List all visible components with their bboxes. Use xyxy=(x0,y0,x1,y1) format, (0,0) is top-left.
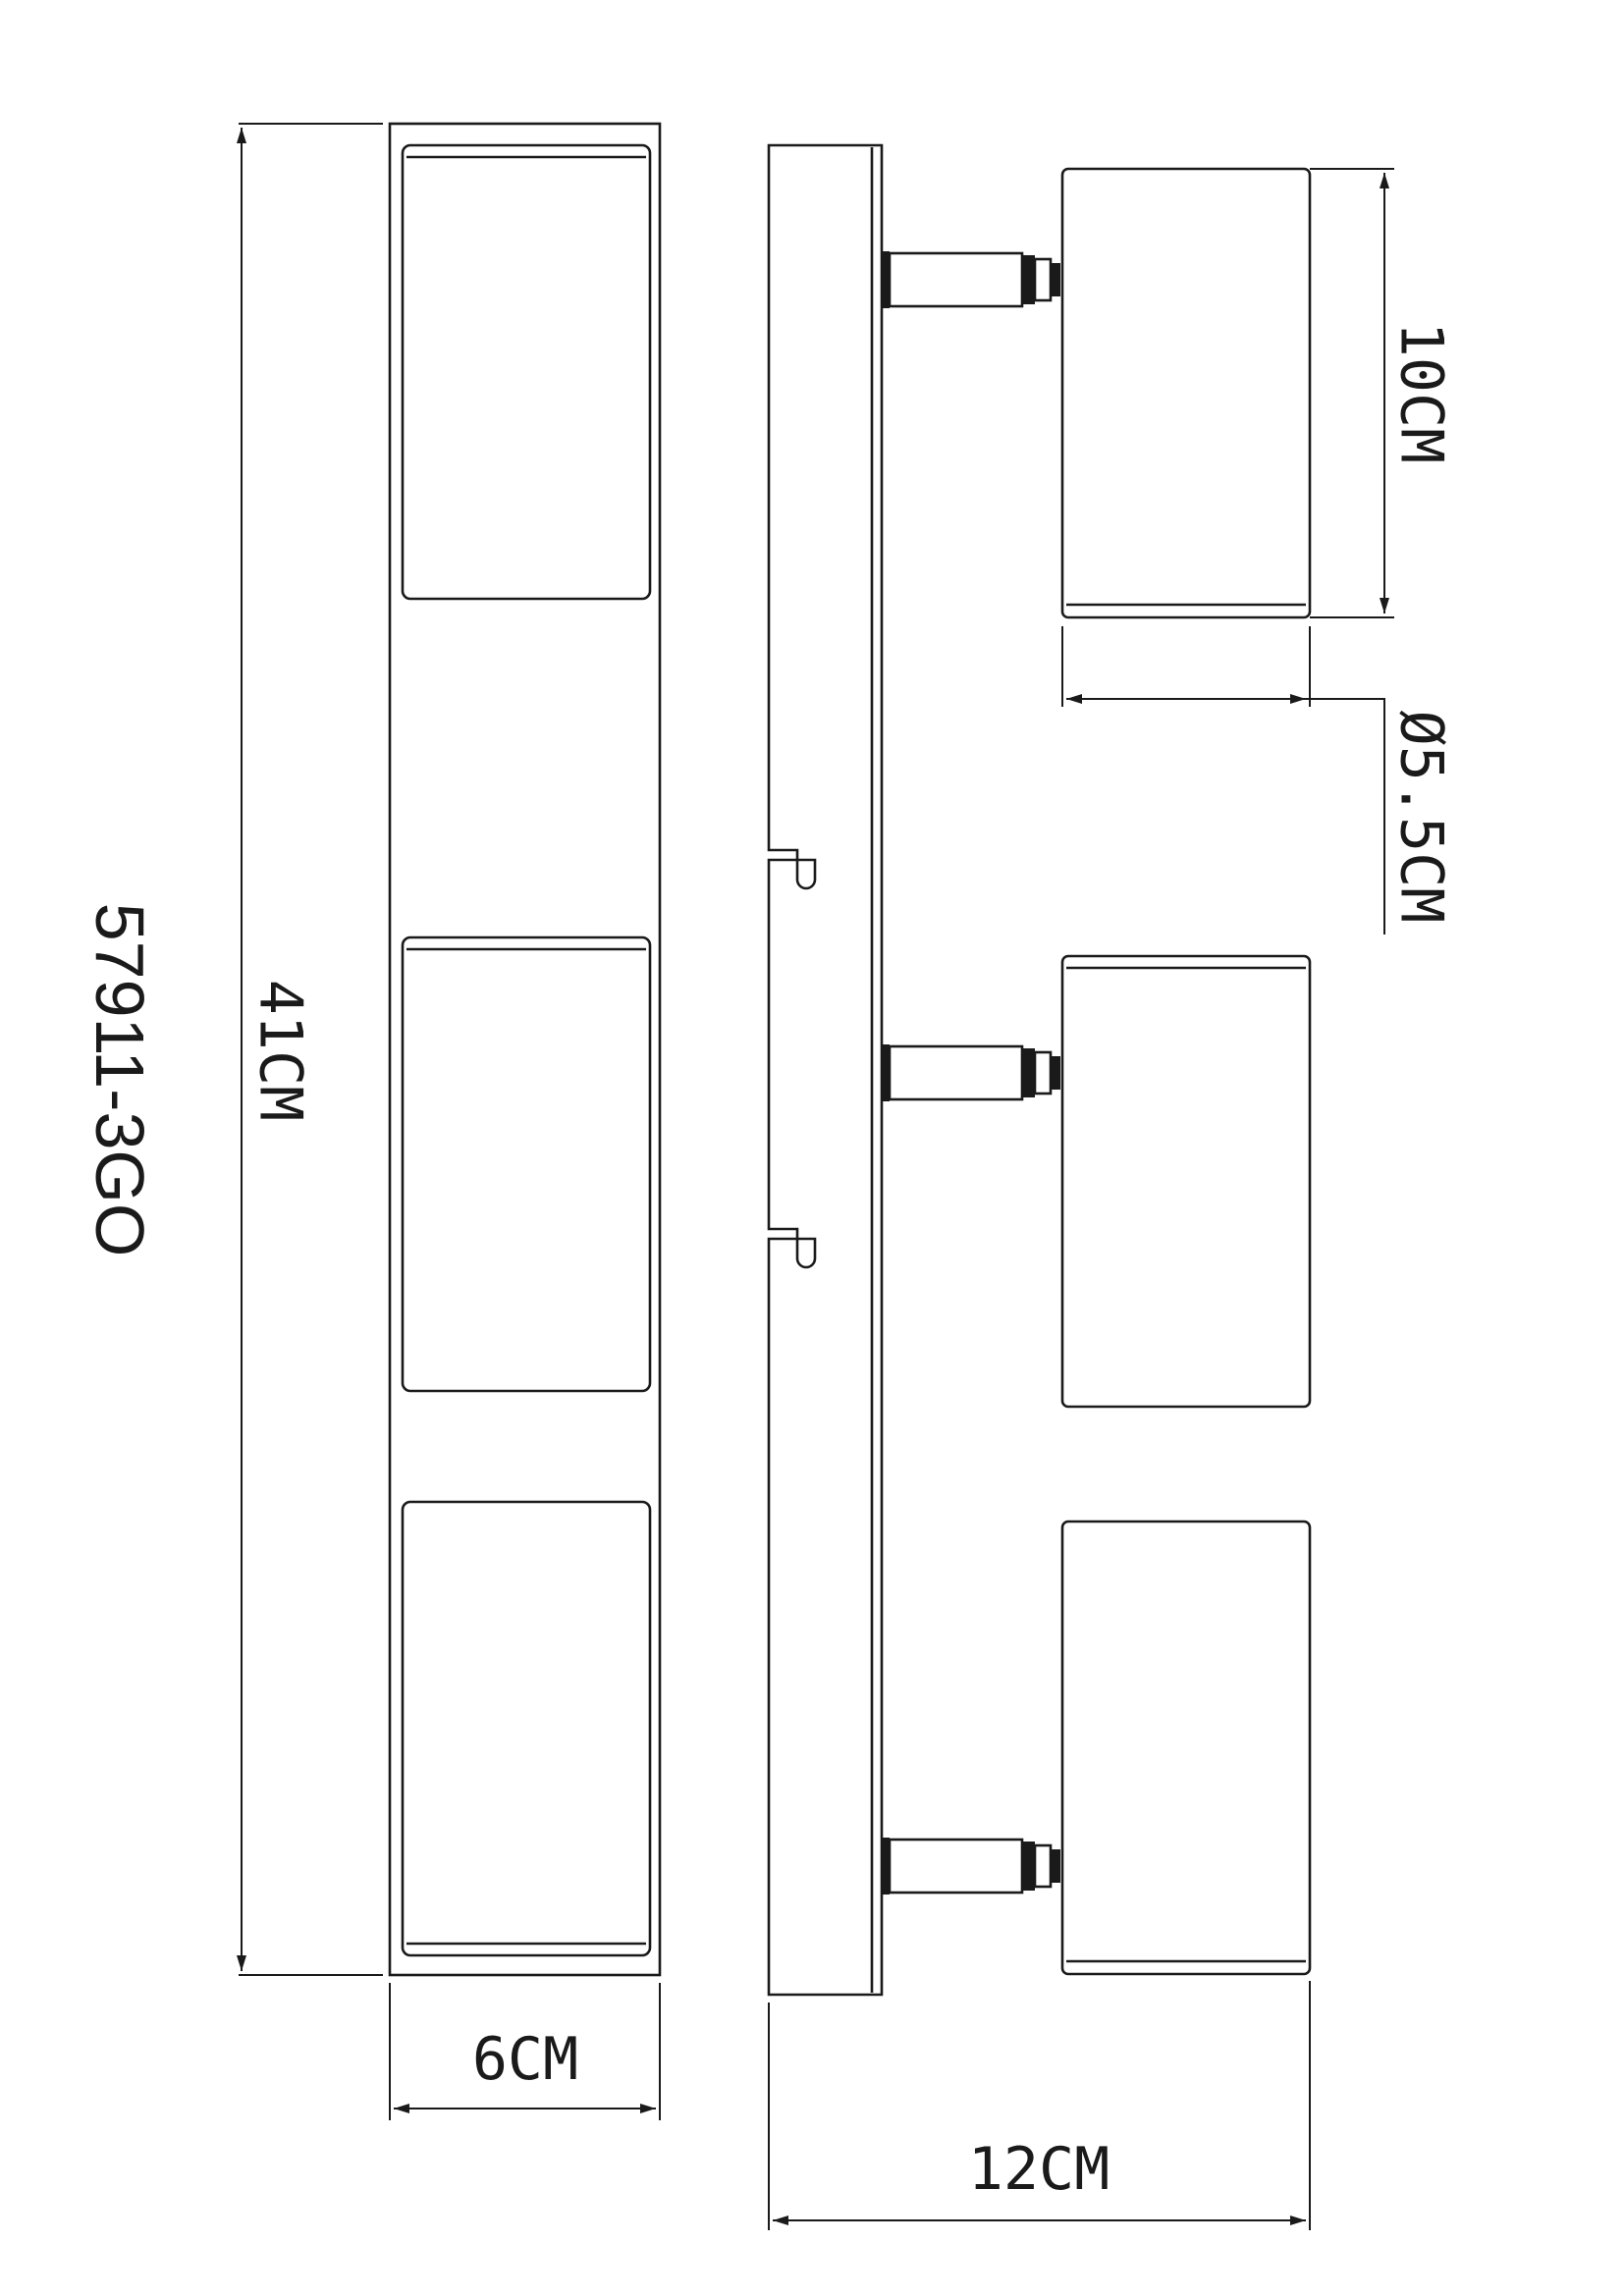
stem-bottom xyxy=(882,1838,1060,1895)
width-dimension: 6CM xyxy=(389,1983,661,2120)
length-label: 41CM xyxy=(245,980,314,1122)
depth-dimension: 12CM xyxy=(768,1981,1311,2230)
spot-head-middle xyxy=(1060,954,1312,1409)
stem-top xyxy=(882,251,1060,308)
depth-label: 12CM xyxy=(968,2135,1110,2204)
head-diameter-dimension: Ø5.5CM xyxy=(1061,626,1455,934)
model-code: 57911-3GO xyxy=(81,903,158,1257)
front-view-spot-bottom xyxy=(401,1500,652,1957)
side-view xyxy=(767,143,1312,1997)
spot-head-bottom xyxy=(1060,1520,1312,1976)
head-height-dimension: 10CM xyxy=(1310,168,1455,618)
side-view-backplate xyxy=(767,143,884,1997)
head-diameter-label: Ø5.5CM xyxy=(1386,711,1455,924)
front-view xyxy=(388,122,662,1977)
spot-head-top xyxy=(1060,167,1312,619)
head-height-label: 10CM xyxy=(1386,322,1455,464)
front-view-backplate xyxy=(388,122,662,1977)
front-view-spot-top xyxy=(401,143,652,601)
width-label: 6CM xyxy=(472,2025,578,2094)
stem-middle xyxy=(882,1044,1060,1101)
front-view-spot-middle xyxy=(401,935,652,1393)
length-dimension: 41CM xyxy=(237,123,383,1976)
